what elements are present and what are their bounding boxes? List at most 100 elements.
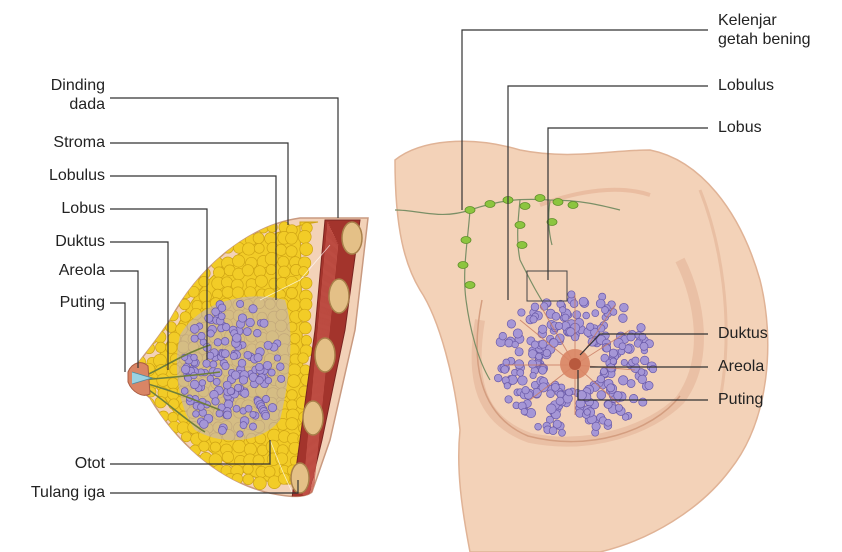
lobule-acinus [566,328,574,336]
fat-globule [243,243,255,255]
lobule-acinus [224,411,232,419]
fat-globule [134,343,145,354]
fat-globule [233,440,246,453]
lobule-acinus [637,324,645,332]
lobule-acinus [249,305,257,313]
lobule-acinus [239,376,247,384]
lobule-acinus [216,410,223,417]
fat-globule [208,224,221,237]
lymph-node [465,282,475,289]
fat-globule [179,220,190,231]
fat-globule [144,311,155,322]
lobule-acinus [250,411,256,417]
label-nipple-right: Puting [718,391,763,409]
fat-globule [167,276,179,288]
lymph-node [553,199,563,206]
fat-globule [134,309,146,321]
fat-globule [157,431,170,444]
label-areola-right: Areola [718,358,764,376]
fat-globule [192,243,202,253]
lobule-acinus [237,300,244,307]
fat-globule [143,278,154,289]
lobule-acinus [238,314,246,322]
lobule-acinus [513,329,522,338]
fat-globule [181,465,193,477]
fat-globule [300,277,312,289]
fat-globule [146,430,158,442]
fat-globule [155,466,165,476]
fat-globule [148,268,158,278]
fat-globule [298,353,309,364]
lobule-acinus [620,303,629,312]
lobule-acinus [245,405,252,412]
lobule-acinus [254,354,262,362]
lobule-acinus [570,300,578,308]
lobule-acinus [218,313,225,320]
lobule-acinus [268,404,276,412]
lobule-acinus [526,408,535,417]
lobule-acinus [274,355,280,361]
lobule-acinus [256,377,264,385]
fat-globule [232,222,244,234]
lobule-acinus [191,335,198,342]
fat-globule [168,453,180,465]
lobule-acinus [190,380,199,389]
fat-globule [157,313,167,323]
fat-globule [158,265,169,276]
fat-globule [200,233,211,244]
lobule-acinus [231,371,239,379]
fat-globule [242,265,253,276]
lobule-acinus [610,309,617,316]
lobule-acinus [638,375,647,384]
lobule-acinus [619,343,626,350]
fat-globule [286,418,298,430]
lobule-acinus [277,363,285,371]
lobule-acinus [579,297,588,306]
lobule-acinus [268,369,275,376]
lobule-acinus [238,359,246,367]
fat-globule [286,276,298,288]
lobule-acinus [607,384,615,392]
lobule-acinus [521,408,528,415]
fat-globule [169,399,180,410]
lobule-acinus [550,339,559,348]
fat-globule [301,335,311,345]
fat-globule [300,298,312,310]
fat-globule [134,232,146,244]
lobule-acinus [198,404,205,411]
lobule-acinus [207,375,214,382]
lobule-acinus [222,362,229,369]
fat-globule [222,287,233,298]
fat-globule [213,267,224,278]
lobule-acinus [535,423,542,430]
lobule-acinus [262,412,270,420]
fat-globule [190,465,202,477]
lobule-acinus [256,363,264,371]
label-chest-wall-line2: dada [69,96,105,114]
fat-globule [189,224,199,234]
fat-globule [157,232,167,242]
fat-globule [166,444,177,455]
lobule-acinus [619,314,628,323]
lobule-acinus [181,365,189,373]
fat-globule [154,451,166,463]
right-frontal-view [395,141,768,552]
lobule-acinus [600,368,607,375]
lobule-acinus [552,313,560,321]
label-lymph-node-line2: getah bening [718,31,811,49]
lobule-acinus [265,377,272,384]
lobule-acinus [566,389,573,396]
fat-globule [153,472,166,485]
fat-globule [287,390,298,401]
lobule-acinus [494,374,502,382]
lobule-acinus [260,319,268,327]
lobule-acinus [543,349,550,356]
lobule-acinus [213,378,220,385]
fat-globule [300,243,313,256]
lobule-acinus [614,391,622,399]
fat-globule [167,378,178,389]
lobule-acinus [199,380,205,386]
fat-globule [133,477,144,488]
lobule-acinus [221,338,229,346]
